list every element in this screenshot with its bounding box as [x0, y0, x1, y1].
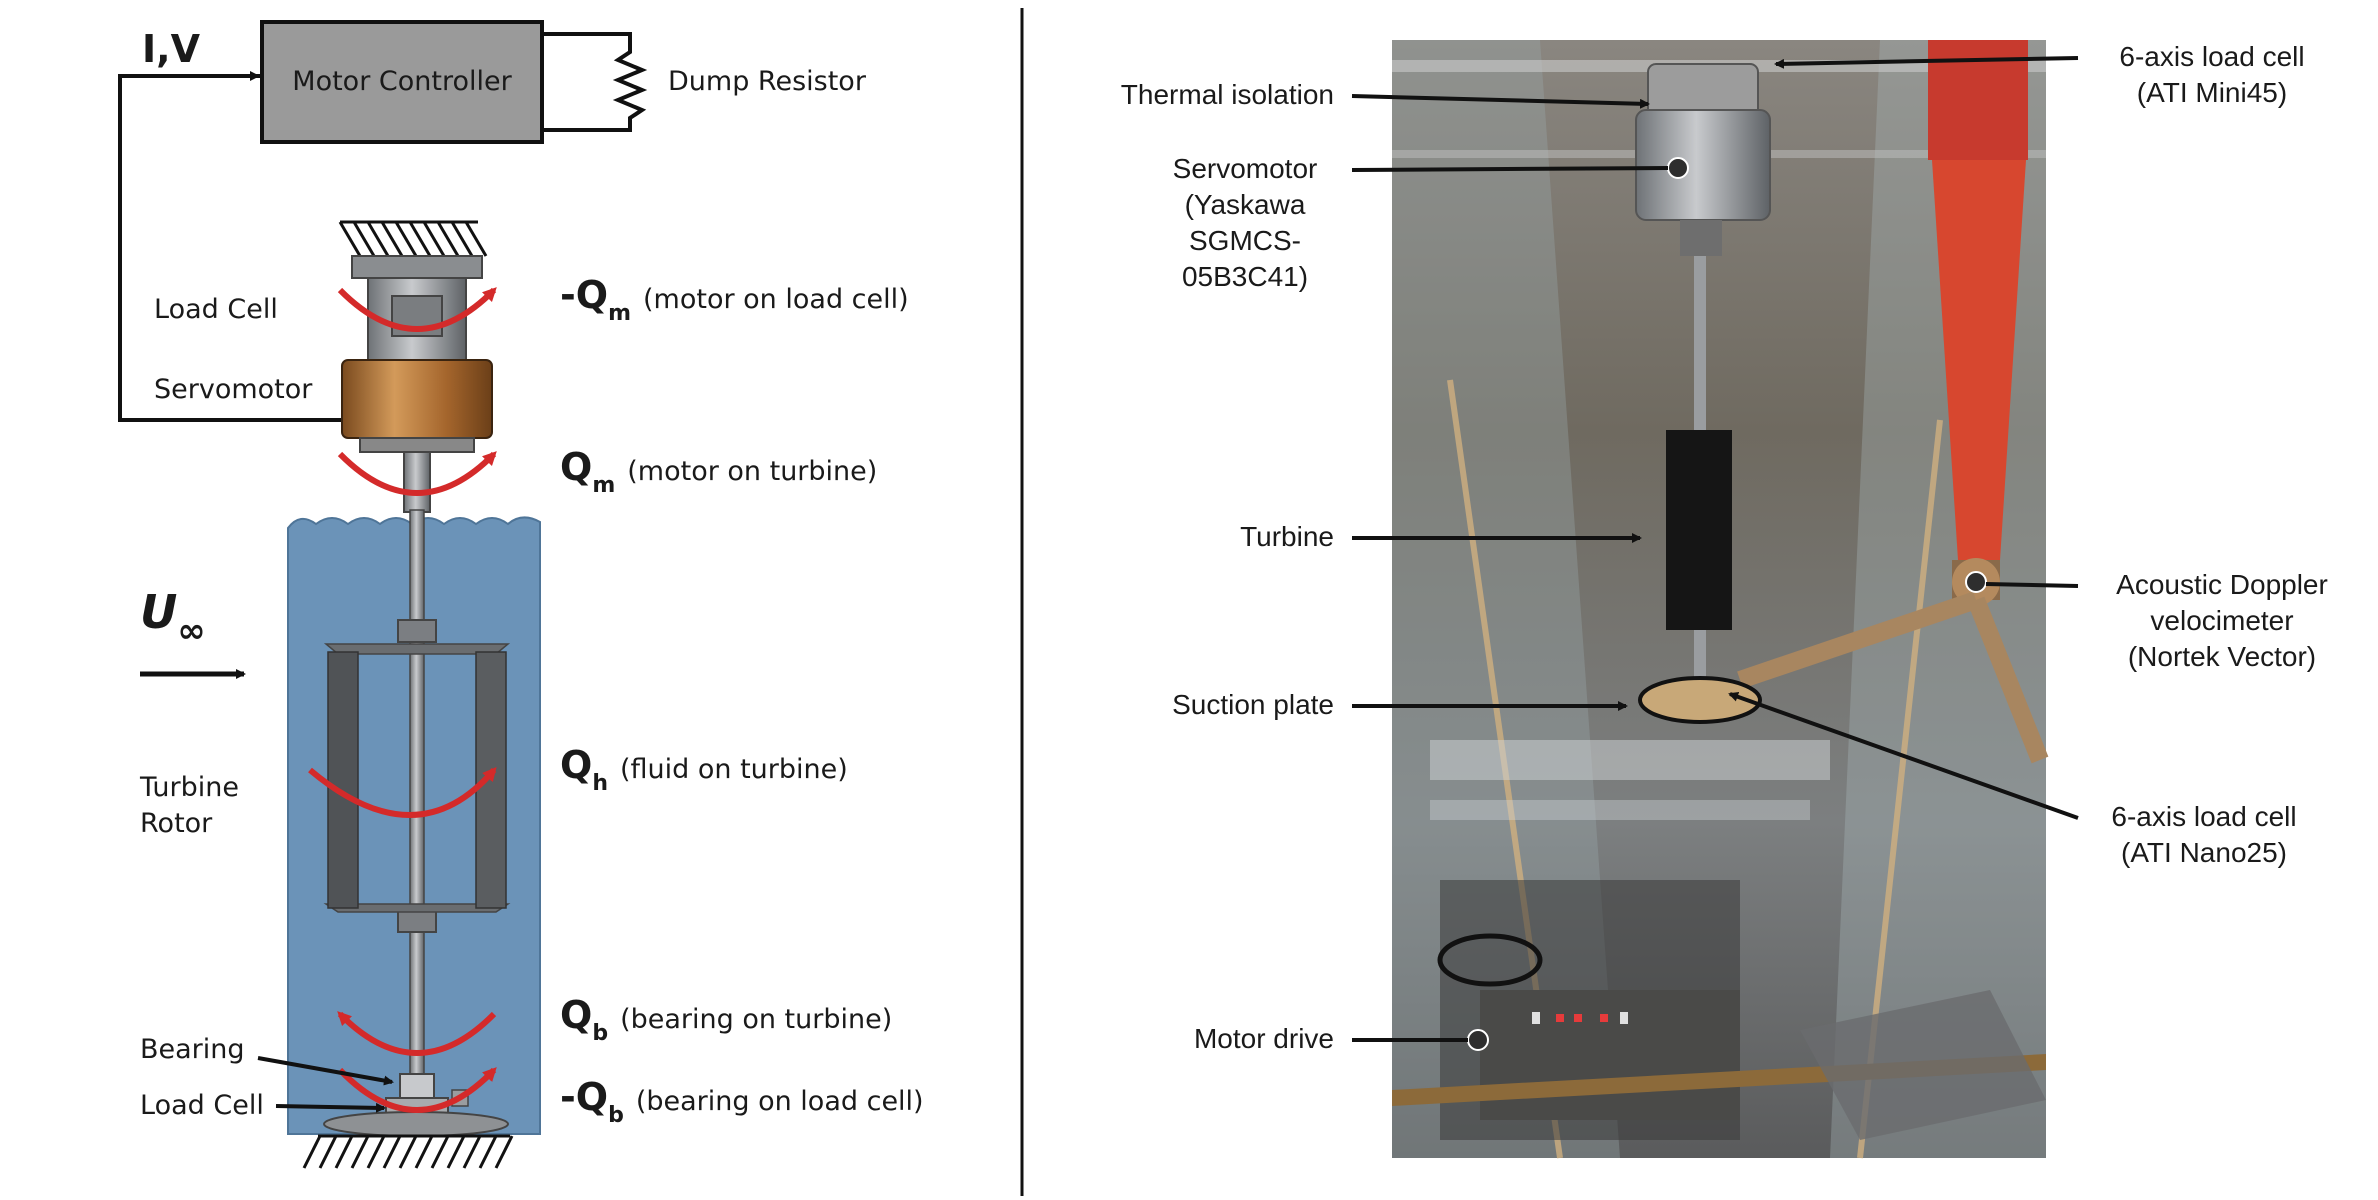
motor-drive-label: Motor drive: [1194, 1023, 1334, 1054]
adv-label-3: (Nortek Vector): [2128, 641, 2316, 672]
servomotor-photo-label-2: (Yaskawa: [1185, 189, 1306, 220]
adv-label-2: velocimeter: [2150, 605, 2293, 636]
servomotor-label: Servomotor: [154, 374, 313, 405]
leader-adv: [1985, 582, 2079, 588]
bottom-load-cell-label: Load Cell: [140, 1090, 264, 1121]
servomotor-photo-label-4: 05B3C41): [1182, 261, 1308, 292]
top-load-cell: [351, 255, 483, 361]
torque-label-fluid-on-turbine: Qh(fluid on turbine): [560, 743, 848, 796]
bearing-assembly: [323, 1073, 509, 1137]
marker-servomotor: [1667, 157, 1689, 179]
u-inf-label: U∞: [140, 585, 206, 651]
torque-label-bearing-on-turbine: Qb(bearing on turbine): [560, 993, 892, 1046]
torque-arrow-fluid-on-turbine: [308, 766, 497, 818]
bottom-load-cell-photo-label-2: (ATI Nano25): [2121, 837, 2287, 868]
top-mount-hatch: [338, 220, 488, 257]
servomotor-photo-label-1: Servomotor: [1173, 153, 1318, 184]
servomotor-body: [341, 359, 493, 453]
top-load-cell-photo-label-2: (ATI Mini45): [2137, 77, 2287, 108]
torque-arrow-bearing-on-turbine: [337, 1011, 497, 1056]
torque-label-motor-on-turbine: Qm(motor on turbine): [560, 445, 877, 498]
torque-arrow-motor-on-turbine: [337, 451, 497, 496]
bottom-load-cell-photo-label-1: 6-axis load cell: [2111, 801, 2296, 832]
input-label: I,V: [142, 27, 201, 71]
load-cell-pointer: [275, 1102, 386, 1113]
shaft-coupler: [403, 451, 431, 513]
turbine-rotor-label-2: Rotor: [140, 808, 213, 839]
torque-arrow-bearing-on-load-cell: [337, 1067, 497, 1113]
torque-arrows: [308, 287, 497, 1113]
bearing-label: Bearing: [140, 1034, 245, 1065]
leader-top-load-cell: [1774, 56, 2079, 69]
leader-thermal-isolation: [1351, 94, 1650, 109]
turbine-shaft: [409, 509, 425, 1091]
photo-leaders: [1351, 56, 2079, 1042]
top-load-cell-label: Load Cell: [154, 294, 278, 325]
torque-arrow-motor-on-load-cell: [337, 287, 497, 332]
marker-motor-drive: [1467, 1029, 1489, 1051]
turbine-rotor-label-1: Turbine: [139, 772, 239, 803]
upper-hub: [397, 619, 437, 643]
bottom-ground-hatch: [302, 1134, 514, 1169]
leader-bottom-load-cell: [1728, 691, 2079, 820]
torque-label-motor-on-load-cell: -Qm(motor on load cell): [560, 273, 909, 326]
lower-hub: [397, 909, 437, 933]
suction-plate-label: Suction plate: [1172, 689, 1334, 720]
torque-labels: -Qm(motor on load cell) Qm(motor on turb…: [560, 273, 924, 1128]
servomotor-photo-label-3: SGMCS-: [1189, 225, 1301, 256]
photo-labels: Thermal isolation Servomotor (Yaskawa SG…: [1121, 41, 2328, 1054]
thermal-isolation-label: Thermal isolation: [1121, 79, 1334, 110]
marker-adv: [1965, 571, 1987, 593]
motor-controller-box: [260, 20, 544, 144]
control-wire: [118, 74, 360, 422]
turbine-photo-label: Turbine: [1240, 521, 1334, 552]
motor-controller-label: Motor Controller: [292, 66, 512, 97]
resistor-wire: [542, 32, 648, 132]
dump-resistor-label: Dump Resistor: [668, 66, 867, 97]
turbine-schematic: I,V Motor Controller Dump Resistor: [118, 20, 924, 1169]
adv-label-1: Acoustic Doppler: [2116, 569, 2328, 600]
leader-servomotor: [1351, 166, 1669, 172]
top-load-cell-photo-label-1: 6-axis load cell: [2119, 41, 2304, 72]
experiment-photo: [1392, 40, 2049, 1159]
torque-label-bearing-on-load-cell: -Qb(bearing on load cell): [560, 1075, 924, 1128]
bearing-pointer: [257, 1056, 394, 1086]
